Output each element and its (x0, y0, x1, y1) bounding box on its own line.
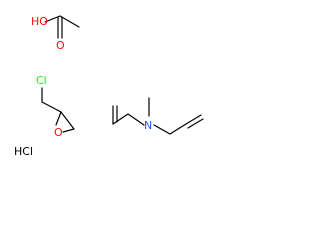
bond-ring-c2-o (62, 128, 75, 133)
bond-ring-c1-c2 (60, 111, 75, 130)
bond-ch-ch2-right-b (187, 118, 204, 129)
bond-n-ch2-right (153, 124, 171, 135)
diallylmethylamine: N (112, 97, 204, 135)
hydrochloride-label: HCl (14, 145, 33, 158)
chlorine-label: Cl (36, 74, 47, 87)
bond-ch2-ch-left (112, 113, 129, 125)
bond-ring-c1-o (55, 111, 62, 126)
bond-c-ch3 (59, 15, 80, 28)
hydroxyl-label: HO (31, 15, 48, 28)
bond-ch-ch2-right-a (185, 114, 202, 125)
bond-n-ch2-left (127, 113, 145, 126)
ring-oxygen-label: O (54, 126, 63, 139)
bond-ch2-ch-right (169, 123, 187, 135)
nitrogen-label: N (144, 119, 152, 132)
structure-canvas: HO O Cl O N HCl (14, 15, 204, 158)
acetic-acid: HO O (31, 15, 80, 52)
epichlorohydrin: Cl O (36, 74, 75, 139)
carbonyl-oxygen-label: O (56, 39, 65, 52)
bond-ch2-ring (41, 101, 62, 113)
